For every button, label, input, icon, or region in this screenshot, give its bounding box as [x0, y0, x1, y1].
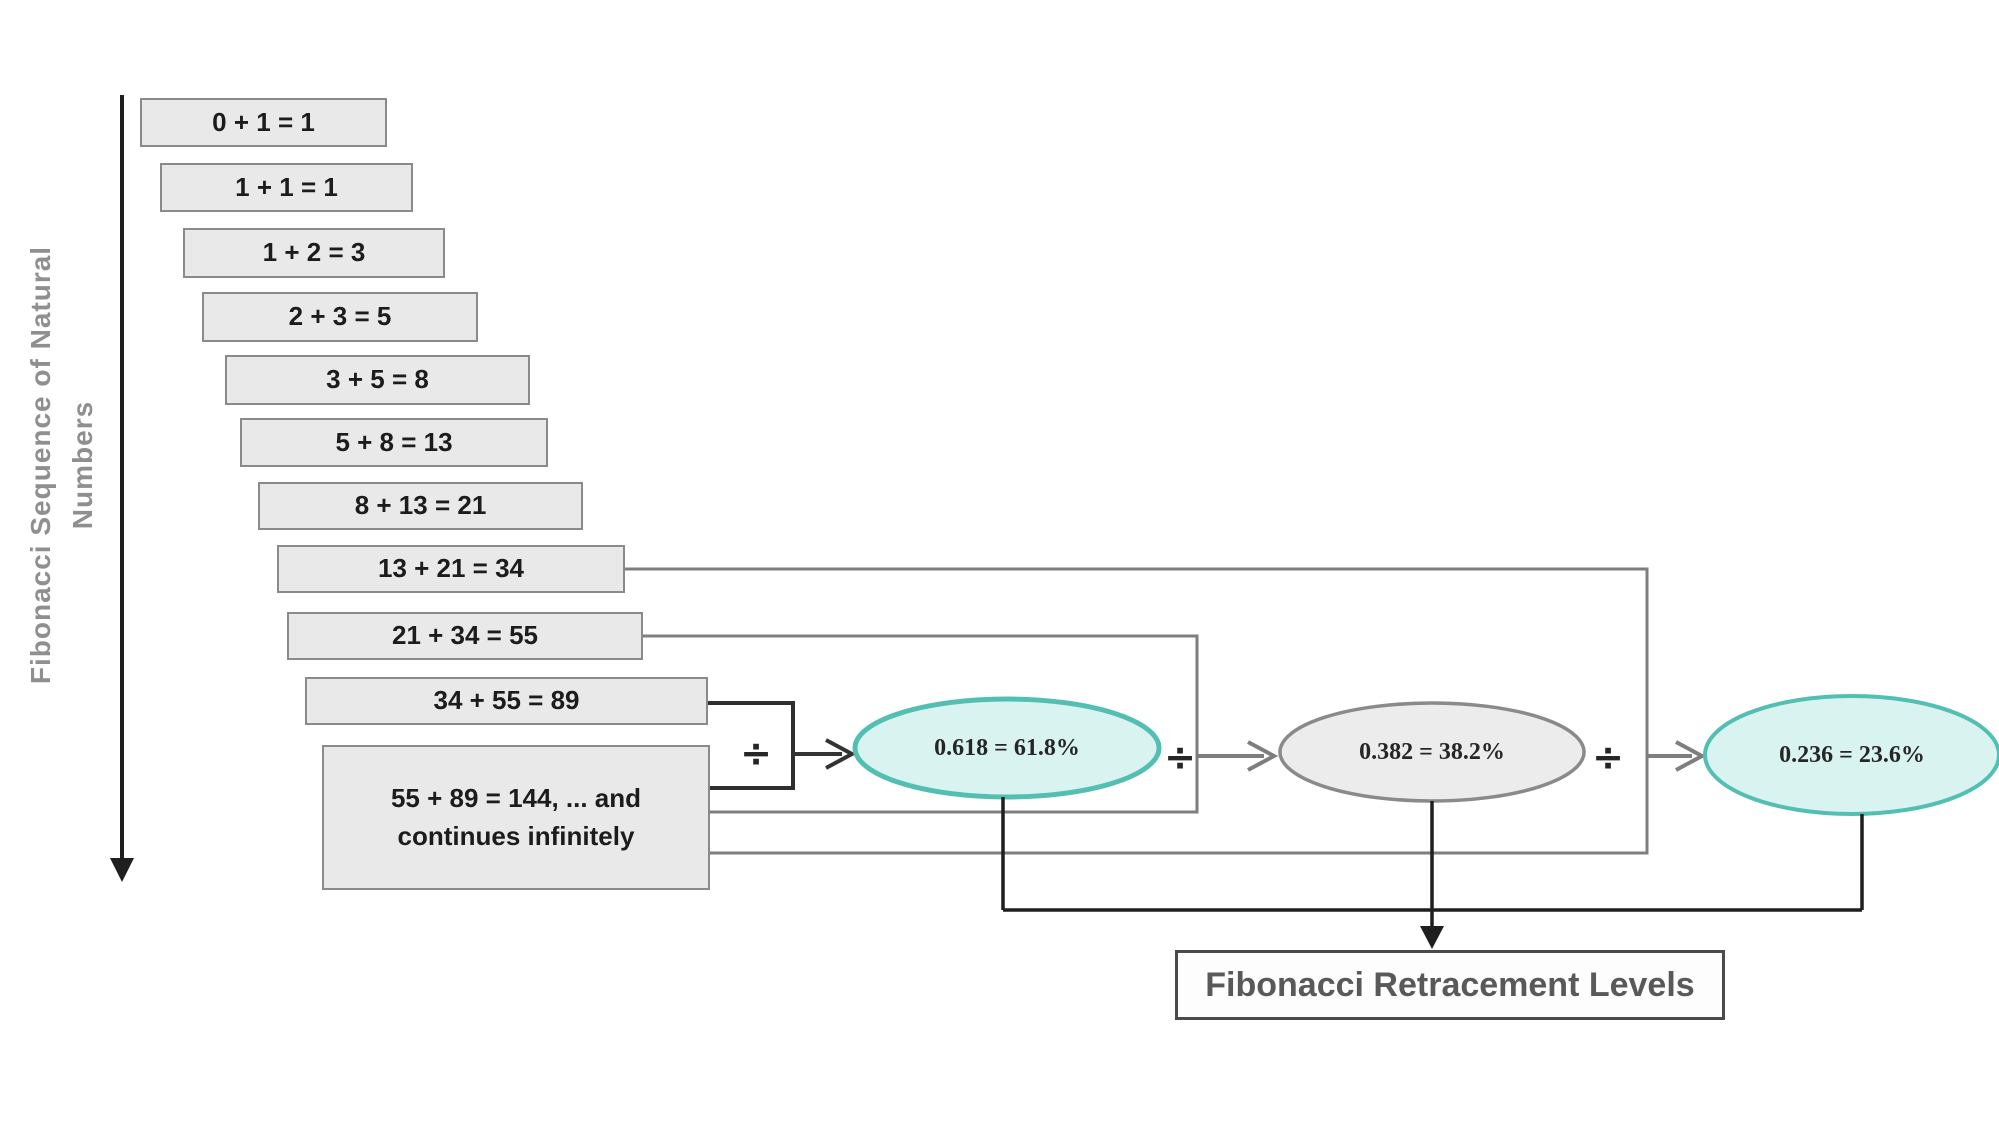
divide-icon: ÷ — [1164, 735, 1196, 779]
arrow-to-0618-head-icon — [825, 738, 857, 770]
sequence-axis-label: Fibonacci Sequence of Natural Numbers — [7, 105, 117, 825]
connector-55-over-144 — [643, 634, 1199, 814]
divide-icon: ÷ — [740, 731, 772, 775]
result-box-label: Fibonacci Retracement Levels — [1205, 965, 1695, 1004]
sequence-box: 1 + 2 = 3 — [183, 228, 445, 278]
ratio-label-0382: 0.382 = 38.2% — [1359, 738, 1505, 765]
result-box: Fibonacci Retracement Levels — [1175, 950, 1725, 1020]
axis-label-line1: Fibonacci Sequence of Natural — [25, 245, 56, 685]
sequence-box: 3 + 5 = 8 — [225, 355, 530, 405]
ellipse-0236 — [1703, 694, 1999, 816]
ellipse-0618 — [852, 696, 1162, 800]
sequence-box: 21 + 34 = 55 — [287, 612, 643, 660]
sequence-box: 0 + 1 = 1 — [140, 98, 387, 147]
sequence-box: 2 + 3 = 5 — [202, 292, 478, 342]
divide-icon: ÷ — [1592, 735, 1624, 779]
sequence-box: 1 + 1 = 1 — [160, 163, 413, 212]
connector-89-over-144-bracket — [708, 701, 795, 790]
sequence-box: 55 + 89 = 144, ... and continues infinit… — [322, 745, 710, 890]
result-arrowhead-icon — [1420, 926, 1444, 949]
sequence-box: 13 + 21 = 34 — [277, 545, 625, 593]
sequence-box: 5 + 8 = 13 — [240, 418, 548, 467]
sequence-axis-arrowhead-icon — [110, 858, 134, 882]
connector-34-over-144 — [625, 567, 1649, 855]
axis-label-line2: Numbers — [67, 400, 98, 530]
arrow-to-0382-head-icon — [1247, 740, 1279, 772]
ratio-label-0618: 0.618 = 61.8% — [934, 734, 1080, 761]
arrow-to-0236-head-icon — [1675, 740, 1707, 772]
ratio-label-0236: 0.236 = 23.6% — [1779, 741, 1925, 768]
sequence-box: 8 + 13 = 21 — [258, 482, 583, 530]
sequence-box: 34 + 55 = 89 — [305, 677, 708, 725]
